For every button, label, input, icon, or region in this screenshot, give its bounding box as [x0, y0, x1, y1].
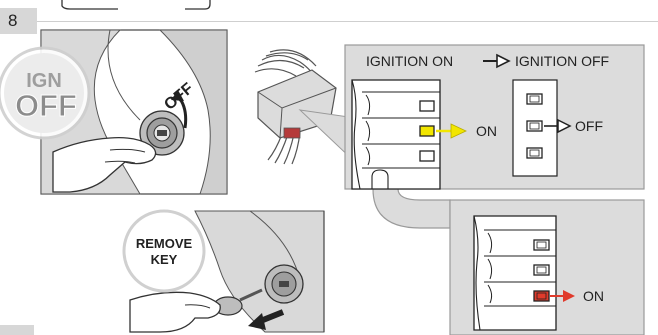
led-indicator-yellow — [420, 126, 434, 136]
led-indicator-middle — [534, 265, 549, 275]
led-indicator-red — [534, 291, 549, 301]
upper-off-label: OFF — [575, 118, 603, 134]
previous-step-frame-edge-right — [185, 0, 210, 9]
module-face-ignition-on — [352, 80, 440, 189]
previous-step-frame-edge — [62, 0, 118, 9]
ign-off-badge: IGN OFF — [0, 48, 89, 138]
remove-key-badge: REMOVE KEY — [124, 211, 204, 291]
led-indicator-bottom — [420, 151, 434, 161]
legend-ignition-on: IGNITION ON — [366, 53, 453, 69]
upper-on-label: ON — [476, 123, 497, 139]
remove-key-line1: REMOVE — [136, 236, 193, 251]
legend-ignition-off: IGNITION OFF — [515, 53, 609, 69]
ignition-switch-icon — [265, 265, 303, 303]
lower-led-panel: ON — [450, 200, 644, 335]
remove-key-line2: KEY — [151, 252, 178, 267]
led-indicator-top — [534, 240, 549, 250]
remote-starter-module-icon — [255, 50, 336, 164]
lower-on-label: ON — [583, 288, 604, 304]
module-face-remove-key — [474, 216, 556, 330]
ign-badge-line2: OFF — [15, 88, 77, 123]
module-face-ignition-off — [513, 80, 557, 176]
led-indicator-top — [420, 101, 434, 111]
